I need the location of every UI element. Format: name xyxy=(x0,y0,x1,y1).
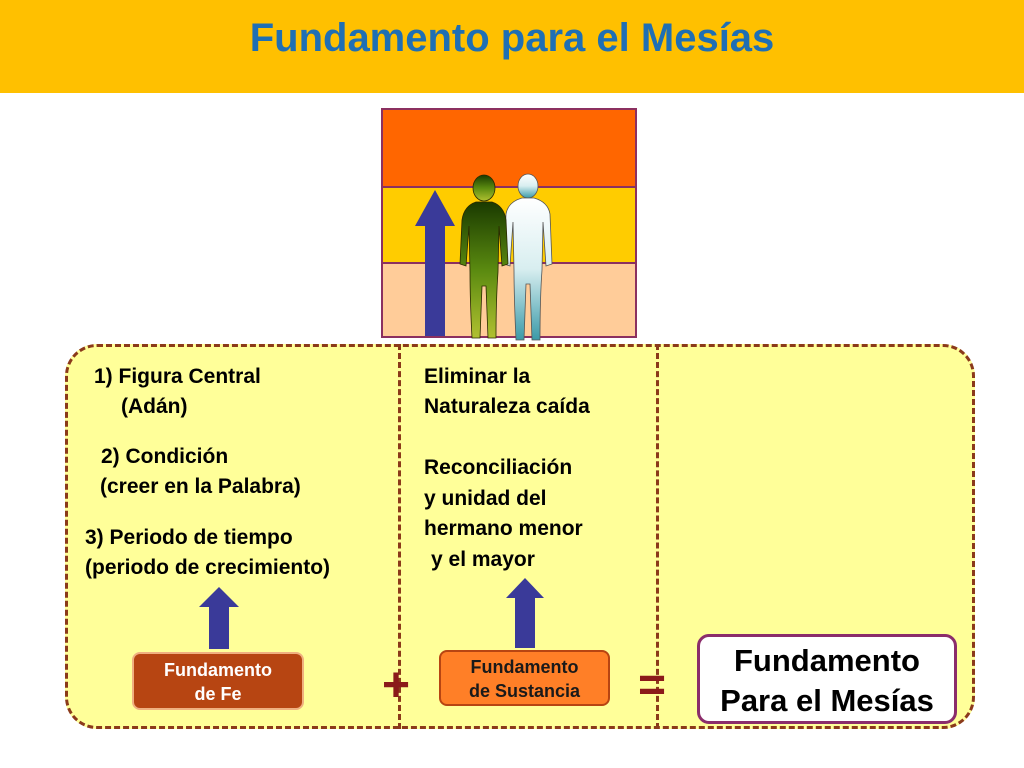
page-title: Fundamento para el Mesías xyxy=(249,16,775,60)
substance-foundation-line2: de Sustancia xyxy=(468,681,581,701)
stage-band-top xyxy=(381,108,637,188)
item-central-figure: 1) Figura Central xyxy=(94,365,261,388)
item-condition: 2) Condición xyxy=(101,445,229,468)
reconciliation-line1: Reconciliación xyxy=(424,456,573,479)
messiah-foundation-line1: Fundamento xyxy=(734,643,920,678)
messiah-foundation-line2: Para el Mesías xyxy=(720,683,934,718)
column-divider-2 xyxy=(656,344,659,729)
faith-foundation-line1: Fundamento xyxy=(164,660,272,680)
remove-fallen-nature-line2: Naturaleza caída xyxy=(424,395,590,418)
arrow-up-icon xyxy=(199,587,239,649)
item-condition-detail: (creer en la Palabra) xyxy=(100,475,301,498)
reconciliation-line4: y el mayor xyxy=(431,548,535,571)
title-bar xyxy=(0,0,1024,93)
equals-operator: = xyxy=(638,659,667,712)
arrow-up-icon xyxy=(506,578,544,648)
human-figures-icon xyxy=(459,173,553,341)
substance-foundation-box: Fundamento de Sustancia xyxy=(439,650,610,706)
reconciliation-line2: y unidad del xyxy=(424,487,547,510)
substance-foundation-line1: Fundamento xyxy=(470,657,579,677)
plus-operator: + xyxy=(382,659,411,712)
column-divider-1 xyxy=(398,344,401,729)
faith-foundation-line2: de Fe xyxy=(194,684,242,704)
messiah-foundation-box: Fundamento Para el Mesías xyxy=(697,634,957,724)
item-central-figure-detail: (Adán) xyxy=(121,395,188,418)
faith-foundation-box: Fundamento de Fe xyxy=(132,652,304,710)
item-time-period-detail: (periodo de crecimiento) xyxy=(85,556,331,579)
growth-arrow-icon xyxy=(415,190,455,336)
item-time-period: 3) Periodo de tiempo xyxy=(85,526,293,549)
reconciliation-line3: hermano menor xyxy=(424,517,583,540)
remove-fallen-nature-line1: Eliminar la xyxy=(424,365,531,388)
